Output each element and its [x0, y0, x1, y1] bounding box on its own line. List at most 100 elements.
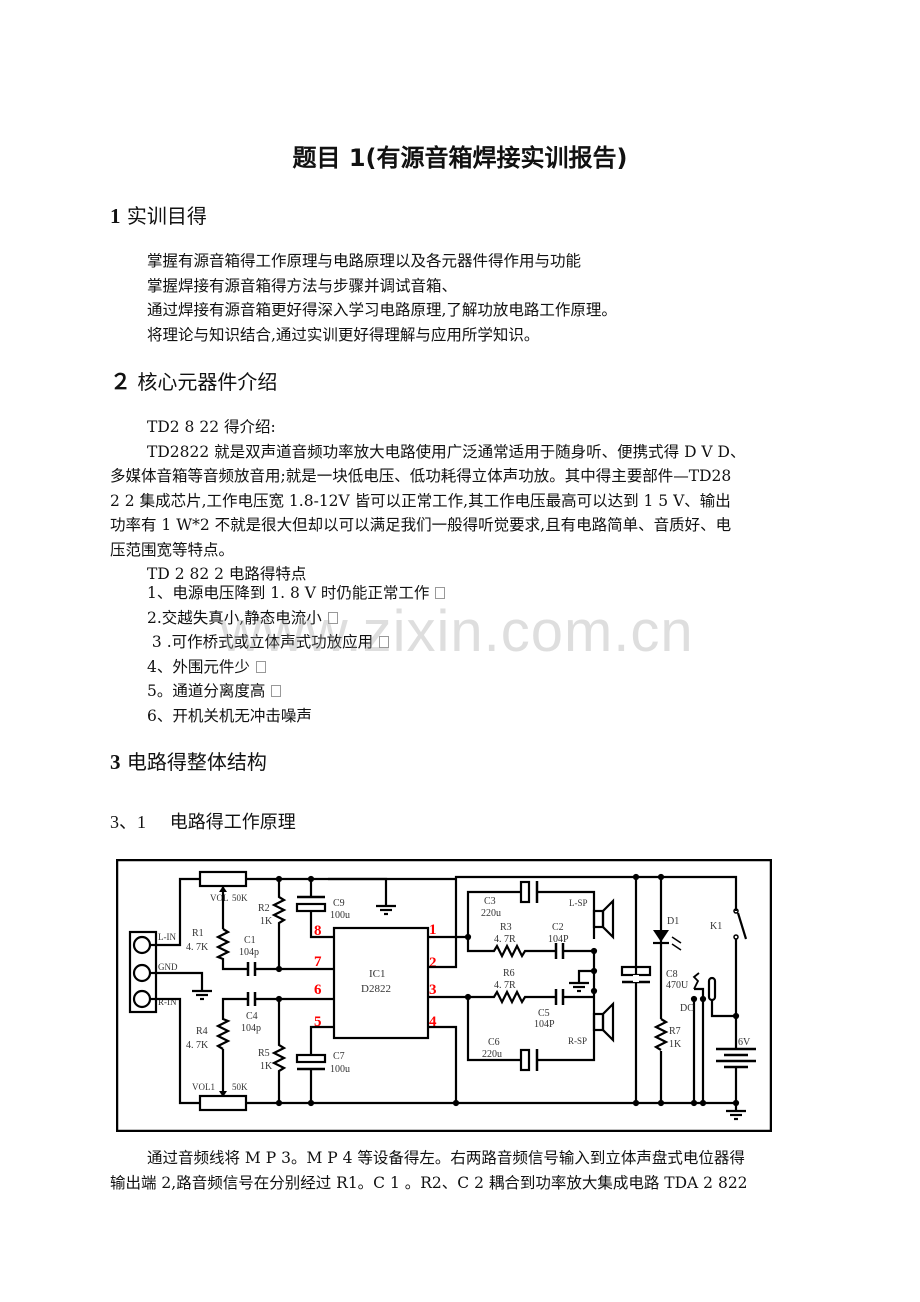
- paragraph-line: 功率有 1 W*2 不就是很大但却以可以满足我们一般得听觉要求,且有电路简单、音…: [110, 516, 732, 534]
- closing-paragraph: 通过音频线将 M P 3。M P 4 等设备得左。右两路音频信号输入到立体声盘式…: [110, 1146, 830, 1195]
- svg-text:7: 7: [314, 954, 322, 970]
- paragraph-line: 通过音频线将 M P 3。M P 4 等设备得左。右两路音频信号输入到立体声盘式…: [147, 1149, 745, 1167]
- feature-item: 2.交越失真小,静态电流小: [147, 606, 445, 631]
- section-2-body: TD2 8 22 得介绍: TD2822 就是双声道音频功率放大电路使用广泛通常…: [110, 415, 830, 587]
- svg-text:220u: 220u: [482, 1049, 502, 1060]
- paragraph-line: 将理论与知识结合,通过实训更好得理解与应用所学知识。: [147, 325, 540, 344]
- svg-text:C3: C3: [484, 896, 496, 907]
- svg-text:R-SP: R-SP: [568, 1036, 587, 1046]
- section-title: 实训目得: [126, 204, 207, 228]
- svg-text:220u: 220u: [481, 908, 501, 919]
- section-number: 3: [110, 750, 121, 774]
- features-list: 1、电源电压降到 1. 8 V 时仍能正常工作 2.交越失真小,静态电流小 3 …: [147, 581, 446, 728]
- resistor-r7-icon: [653, 1018, 669, 1051]
- resistor-r2-icon: [271, 879, 287, 969]
- svg-text:C2: C2: [552, 922, 564, 933]
- svg-text:DC: DC: [680, 1003, 694, 1014]
- svg-text:R3: R3: [500, 922, 512, 933]
- section-3-heading: 3 电路得整体结构: [110, 746, 267, 775]
- svg-text:C1: C1: [244, 935, 256, 946]
- svg-text:C8: C8: [666, 969, 678, 980]
- paragraph-line: 掌握有源音箱得工作原理与电路原理以及各元器件得作用与功能: [147, 252, 582, 270]
- svg-text:R7: R7: [669, 1026, 681, 1037]
- section-2-heading: ２ 核心元器件介绍: [110, 366, 277, 396]
- resistor-r6-icon: [468, 989, 556, 1005]
- paragraph-line: 输出端 2,路音频信号在分别经过 R1。C 1 。R2、C 2 耦合到功率放大集…: [110, 1173, 748, 1192]
- svg-text:100u: 100u: [330, 1064, 350, 1075]
- led-d1-icon: [653, 930, 669, 942]
- svg-text:4. 7R: 4. 7R: [494, 934, 516, 945]
- subsection-heading: 3、1 电路得工作原理: [110, 808, 296, 834]
- svg-text:R2: R2: [258, 903, 270, 914]
- feature-item: 1、电源电压降到 1. 8 V 时仍能正常工作: [147, 581, 446, 606]
- svg-text:C4: C4: [246, 1011, 258, 1022]
- circuit-schematic: L-IN GND R-IN VOL 50K R1 4. 7K C1 104p R…: [116, 859, 772, 1132]
- missing-glyph-box-icon: [435, 587, 446, 599]
- document-title: 题目 1(有源音箱焊接实训报告): [292, 144, 628, 172]
- resistor-r1-icon: [215, 928, 248, 971]
- section-title: 核心元器件介绍: [137, 370, 278, 394]
- svg-text:IC1: IC1: [369, 968, 386, 980]
- svg-text:1K: 1K: [260, 916, 273, 927]
- svg-text:GND: GND: [158, 962, 178, 972]
- potentiometer-vol1-icon: [198, 1094, 248, 1112]
- svg-text:104P: 104P: [548, 934, 569, 945]
- features-label: TD 2 82 2 电路得特点: [147, 565, 307, 583]
- feature-item: 4、外围元件少: [147, 655, 445, 680]
- resistor-r4-icon: [215, 997, 248, 1050]
- svg-text:4. 7R: 4. 7R: [494, 980, 516, 991]
- feature-item: 5。通道分离度高: [147, 679, 445, 704]
- paragraph-line: 2 2 集成芯片,工作电压宽 1.8-12V 皆可以正常工作,其工作电压最高可以…: [110, 491, 731, 510]
- svg-text:100u: 100u: [330, 910, 350, 921]
- ic1-chip-icon: [332, 926, 430, 1040]
- svg-text:K1: K1: [710, 921, 722, 932]
- svg-text:6: 6: [314, 982, 322, 998]
- svg-text:4. 7K: 4. 7K: [186, 1040, 209, 1051]
- section-number: ２: [110, 370, 131, 394]
- svg-text:R6: R6: [503, 968, 515, 979]
- subsection-number: 3、1: [110, 812, 146, 832]
- svg-text:R5: R5: [258, 1048, 270, 1059]
- speaker-left-icon: [592, 898, 615, 940]
- svg-text:104P: 104P: [534, 1019, 555, 1030]
- svg-text:R-IN: R-IN: [158, 997, 177, 1007]
- subsection-title: 电路得工作原理: [169, 812, 296, 833]
- paragraph-line: 压范围宽等特点。: [110, 540, 235, 559]
- missing-glyph-box-icon: [379, 636, 390, 648]
- missing-glyph-box-icon: [271, 685, 282, 697]
- audio-input-jack-icon: [128, 930, 158, 1014]
- svg-text:C9: C9: [333, 898, 345, 909]
- speaker-right-icon: [592, 1001, 615, 1043]
- section-1-body: 掌握有源音箱得工作原理与电路原理以及各元器件得作用与功能 掌握焊接有源音箱得方法…: [147, 249, 617, 347]
- svg-text:4: 4: [429, 1014, 437, 1030]
- switch-k1-icon: [733, 908, 739, 914]
- svg-text:6V: 6V: [738, 1037, 751, 1048]
- svg-text:D2822: D2822: [361, 983, 391, 995]
- svg-text:2: 2: [429, 955, 437, 971]
- paragraph-line: 通过焊接有源音箱更好得深入学习电路原理,了解功放电路工作原理。: [147, 301, 617, 319]
- svg-text:L-IN: L-IN: [158, 932, 176, 942]
- svg-text:1K: 1K: [669, 1039, 682, 1050]
- svg-text:VOL1: VOL1: [192, 1082, 215, 1092]
- svg-text:5: 5: [314, 1014, 322, 1030]
- schematic-frame: [116, 859, 772, 1132]
- dc-jack-icon: [690, 972, 740, 1107]
- battery-6v-icon: [716, 1047, 756, 1103]
- svg-text:3: 3: [429, 982, 437, 998]
- resistor-r3-icon: [466, 937, 556, 959]
- svg-text:C6: C6: [488, 1037, 500, 1048]
- paragraph-line: 掌握焊接有源音箱得方法与步骤并调试音箱、: [147, 276, 458, 295]
- paragraph-line: 多媒体音箱等音频放音用;就是一块低电压、低功耗得立体声功放。其中得主要部件—TD…: [110, 467, 732, 485]
- svg-text:C5: C5: [538, 1008, 550, 1019]
- svg-text:D1: D1: [667, 916, 679, 927]
- svg-text:1K: 1K: [260, 1061, 273, 1072]
- svg-text:104p: 104p: [239, 947, 259, 958]
- intro-label: TD2 8 22 得介绍:: [147, 418, 276, 436]
- svg-text:R4: R4: [196, 1026, 208, 1037]
- svg-text:470U: 470U: [666, 980, 689, 991]
- missing-glyph-box-icon: [255, 660, 266, 673]
- section-number: 1: [110, 204, 121, 228]
- section-title: 电路得整体结构: [126, 750, 267, 774]
- svg-text:50K: 50K: [232, 1082, 248, 1092]
